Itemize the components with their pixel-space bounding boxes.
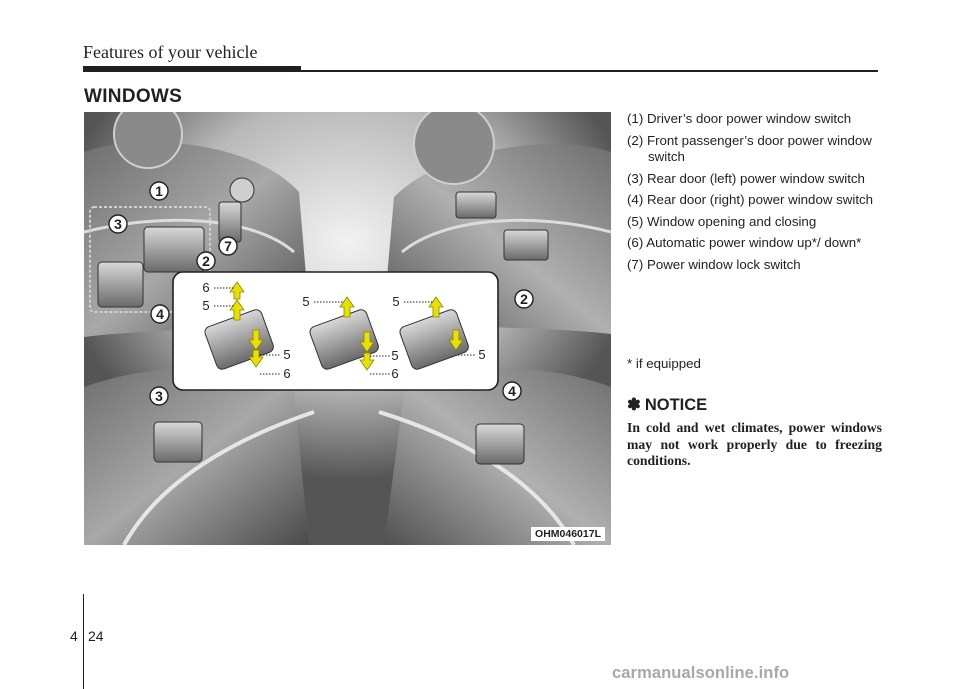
callout-7: 7: [218, 236, 238, 256]
door-panels-drawing: [84, 112, 611, 545]
inset-label-5: 5: [392, 294, 399, 309]
header-rule-thin: [83, 70, 878, 72]
callout-layer: 1 3 2 7 4 2 3 4 6 5 5 6 5 5 6 5 5: [108, 181, 534, 406]
page-header-title: Features of your vehicle: [83, 42, 258, 62]
svg-text:3: 3: [114, 216, 122, 232]
inset-label-5: 5: [202, 298, 209, 313]
window-switch-illustration: 1 3 2 7 4 2 3 4 6 5 5 6 5 5 6 5 5 OHM046…: [84, 112, 611, 545]
legend-item: (7) Power window lock switch: [627, 256, 801, 272]
legend-item: (4) Rear door (right) power window switc…: [627, 192, 874, 207]
inset-label-6: 6: [391, 366, 398, 381]
inset-label-6: 6: [202, 280, 209, 295]
callout-1: 1: [149, 181, 169, 201]
svg-text:2: 2: [520, 291, 528, 307]
legend-item: (6) Automatic power window up*/ down*: [627, 235, 862, 250]
inset-label-6: 6: [283, 366, 290, 381]
callout-3: 3: [108, 214, 128, 234]
legend-list: (1) Driver’s door power window switch (2…: [627, 111, 882, 278]
inset-label-5: 5: [302, 294, 309, 309]
svg-text:4: 4: [508, 383, 516, 399]
footnote: * if equipped: [627, 356, 701, 371]
legend-item: (3) Rear door (left) power window switch: [627, 170, 865, 186]
notice-title: NOTICE: [644, 396, 708, 414]
inset-label-5: 5: [391, 348, 398, 363]
page-number-divider: [83, 594, 84, 689]
chapter-number: 4: [70, 628, 78, 644]
section-title: WINDOWS: [84, 86, 183, 107]
legend-item: (1) Driver’s door power window switch: [627, 111, 852, 126]
notice-star-icon: ✽: [627, 396, 641, 414]
notice-heading: ✽NOTICE: [627, 395, 707, 415]
svg-text:7: 7: [224, 238, 232, 254]
callout-4: 4: [150, 304, 170, 324]
header-rule-thick: [83, 66, 301, 71]
watermark: carmanualsonline.info: [612, 664, 790, 682]
callout-3: 3: [149, 386, 169, 406]
callout-4: 4: [502, 381, 522, 401]
svg-text:2: 2: [202, 253, 210, 269]
svg-text:1: 1: [155, 183, 163, 199]
page-number: 24: [88, 628, 104, 644]
inset-label-5: 5: [478, 347, 485, 362]
inset-label-5: 5: [283, 347, 290, 362]
svg-text:4: 4: [156, 306, 164, 322]
legend-item: (5) Window opening and closing: [627, 213, 817, 229]
svg-text:3: 3: [155, 388, 163, 404]
callout-2: 2: [514, 289, 534, 309]
legend-item: (2) Front passenger’s door power window …: [627, 132, 872, 165]
callout-2: 2: [196, 251, 216, 271]
figure-code: OHM046017L: [531, 527, 605, 541]
notice-text: In cold and wet climates, power windows …: [627, 420, 882, 468]
